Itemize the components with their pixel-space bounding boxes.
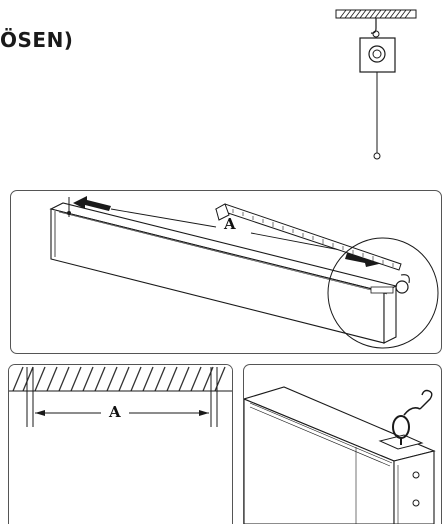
dimension-label-a-bottom: A — [109, 403, 121, 421]
ceiling-dimension-panel: A — [8, 364, 233, 524]
housing-overview-panel: A — [10, 190, 442, 354]
ceiling-dimension-drawing — [9, 365, 232, 427]
section-heading: ÖSEN) — [0, 28, 74, 52]
eyebolt-closeup-drawing — [244, 386, 436, 524]
dimension-label-a: A — [224, 215, 236, 233]
housing-overview-drawing — [49, 196, 439, 349]
eyebolt-closeup-panel — [243, 364, 442, 524]
ceiling-hook-diagram — [335, 9, 417, 160]
